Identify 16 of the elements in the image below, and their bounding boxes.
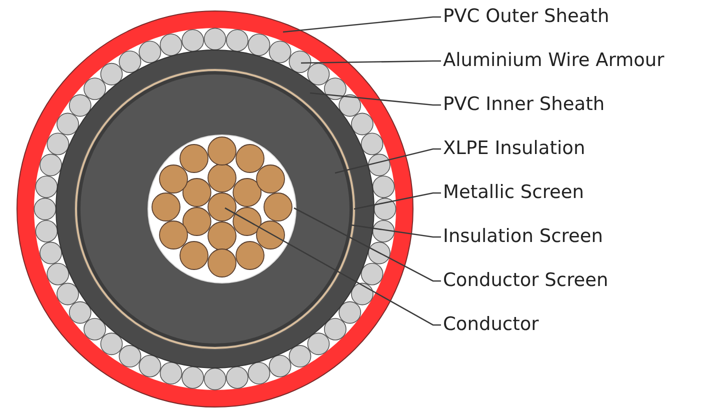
leader-line [282, 16, 441, 33]
leader-line [300, 60, 441, 64]
part-label: Aluminium Wire Armour [443, 48, 664, 74]
part-label: XLPE Insulation [443, 136, 586, 162]
leader-line [310, 92, 441, 106]
leader-line [294, 207, 441, 282]
part-label: Conductor [443, 312, 539, 338]
leader-line [354, 192, 441, 210]
part-label: Conductor Screen [443, 268, 608, 294]
part-label: Metallic Screen [443, 180, 584, 206]
leader-line [224, 207, 441, 326]
leader-line [350, 224, 441, 238]
part-label: PVC Outer Sheath [443, 4, 610, 30]
leader-line [334, 148, 441, 174]
part-label: PVC Inner Sheath [443, 92, 605, 118]
part-label: Insulation Screen [443, 224, 603, 250]
